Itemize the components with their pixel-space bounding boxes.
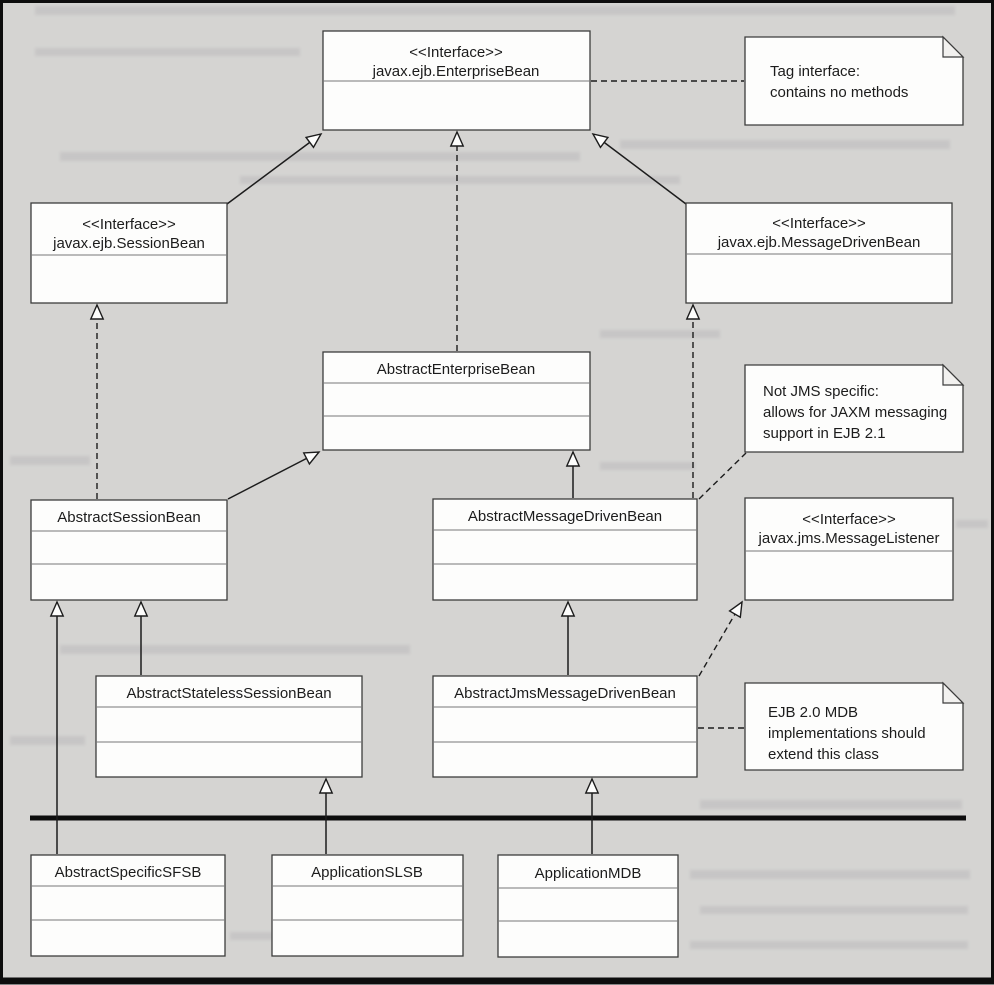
note-fold-corner <box>942 363 965 386</box>
class-name: ApplicationMDB <box>535 865 642 882</box>
class-messagelistener: <<Interface>> javax.jms.MessageListener <box>744 497 954 601</box>
class-name: javax.ejb.SessionBean <box>52 235 205 252</box>
class-abstractjmsmessagedrivenbean: AbstractJmsMessageDrivenBean <box>432 675 698 778</box>
class-abstractspecificsfsb: AbstractSpecificSFSB <box>30 854 226 957</box>
class-stereotype: <<Interface>> <box>772 215 866 232</box>
generalization-abstractsessionbean-to-abstractenterprisebean <box>227 451 321 500</box>
class-name: AbstractStatelessSessionBean <box>126 685 331 702</box>
class-sessionbean: <<Interface>> javax.ejb.SessionBean <box>30 202 228 304</box>
class-name: AbstractSpecificSFSB <box>55 864 202 881</box>
class-name: javax.ejb.EnterpriseBean <box>372 63 540 80</box>
note-tag-interface: Tag interface: contains no methods <box>744 35 965 126</box>
class-applicationslsb: ApplicationSLSB <box>271 854 464 957</box>
connectors <box>49 80 747 854</box>
note-text: contains no methods <box>770 84 908 101</box>
note-connector-not-jms-specific <box>698 452 747 500</box>
class-abstractenterprisebean: AbstractEnterpriseBean <box>322 351 591 451</box>
note-text: support in EJB 2.1 <box>763 425 886 442</box>
note-text: extend this class <box>768 746 879 763</box>
generalization-messagedrivenbean-to-enterprisebean <box>591 132 687 205</box>
class-name: AbstractSessionBean <box>57 509 200 526</box>
class-enterprisebean: <<Interface>> javax.ejb.EnterpriseBean <box>322 30 591 131</box>
class-name: AbstractMessageDrivenBean <box>468 508 662 525</box>
class-name: javax.jms.MessageListener <box>758 530 940 547</box>
class-abstractsessionbean: AbstractSessionBean <box>30 499 228 601</box>
class-name: AbstractJmsMessageDrivenBean <box>454 685 676 702</box>
note-text: Not JMS specific: <box>763 383 879 400</box>
class-name: javax.ejb.MessageDrivenBean <box>717 234 921 251</box>
scan-bleed-texture <box>10 6 988 949</box>
class-messagedrivenbean: <<Interface>> javax.ejb.MessageDrivenBea… <box>685 202 953 304</box>
class-name: AbstractEnterpriseBean <box>377 361 535 378</box>
note-fold-corner <box>942 681 965 704</box>
class-stereotype: <<Interface>> <box>409 44 503 61</box>
class-name: ApplicationSLSB <box>311 864 423 881</box>
class-abstractstatelesssessionbean: AbstractStatelessSessionBean <box>95 675 363 778</box>
class-applicationmdb: ApplicationMDB <box>497 854 679 958</box>
note-text: EJB 2.0 MDB <box>768 704 858 721</box>
note-text: implementations should <box>768 725 926 742</box>
class-stereotype: <<Interface>> <box>802 511 896 528</box>
note-fold-corner <box>942 35 965 58</box>
class-abstractmessagedrivenbean: AbstractMessageDrivenBean <box>432 498 698 601</box>
note-ejb-20-mdb: EJB 2.0 MDB implementations should exten… <box>744 681 965 771</box>
realization-abstractjmsmessagedrivenbean-to-messagelistener <box>698 600 743 677</box>
note-text: allows for JAXM messaging <box>763 404 947 421</box>
note-text: Tag interface: <box>770 63 860 80</box>
class-stereotype: <<Interface>> <box>82 216 176 233</box>
note-not-jms-specific: Not JMS specific: allows for JAXM messag… <box>744 363 965 453</box>
generalization-sessionbean-to-enterprisebean <box>226 132 323 205</box>
